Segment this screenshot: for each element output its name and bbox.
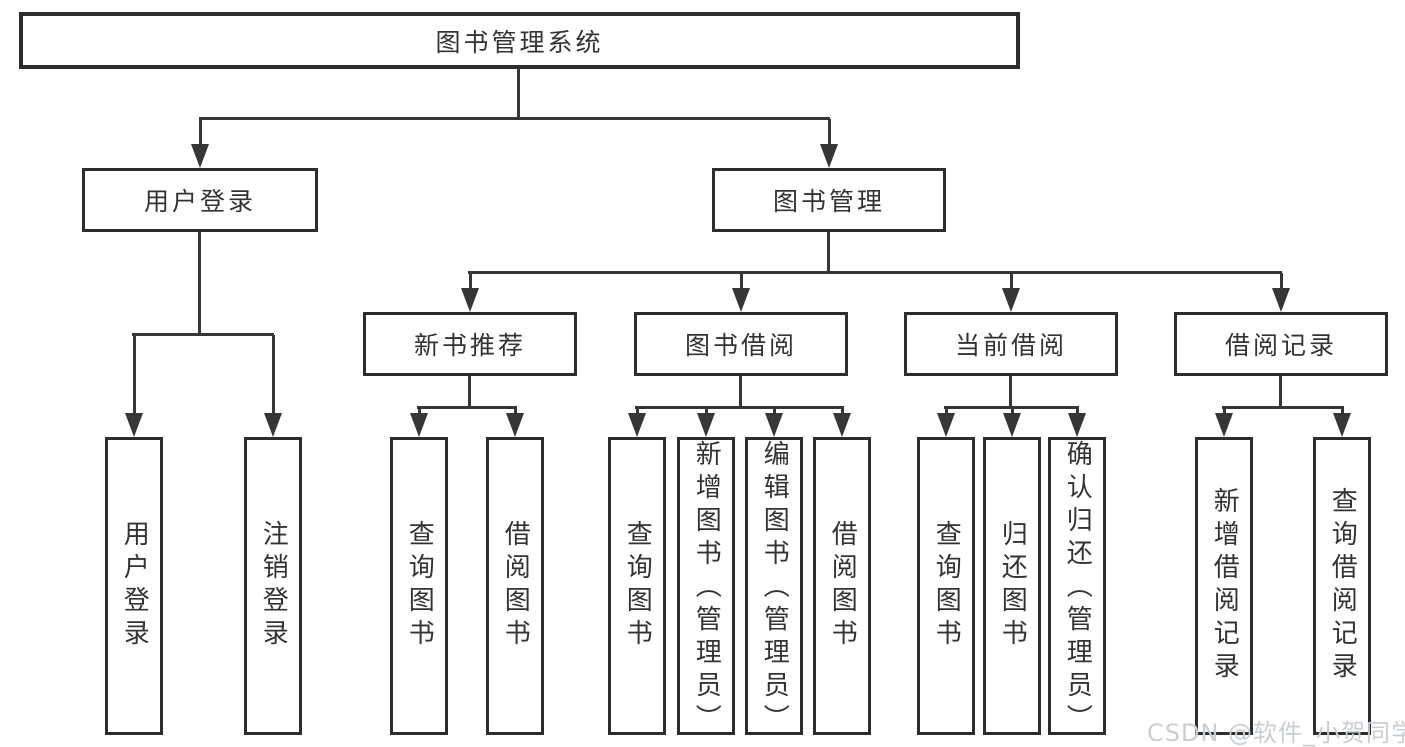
- connector-root-bar: [199, 117, 830, 120]
- node-new-book-recommend: 新书推荐: [363, 312, 577, 376]
- node-label: 新书推荐: [413, 331, 526, 360]
- node-label: 借阅图书: [500, 520, 531, 652]
- node-label: 用户登录: [143, 187, 256, 216]
- arrow-newbook-borrow: [506, 408, 524, 437]
- connector-login-bar: [132, 333, 274, 336]
- arrow-to-user-login: [191, 119, 209, 168]
- connector-records-bar: [1222, 406, 1344, 409]
- node-label: 用户登录: [119, 520, 150, 652]
- leaf-records-query-record: 查询借阅记录: [1313, 437, 1371, 735]
- node-label: 新增图书（管理员）: [691, 440, 722, 737]
- arrow-borrow-add: [697, 408, 715, 437]
- arrow-to-borrow-records: [1272, 273, 1290, 312]
- connector-current-bar: [944, 406, 1079, 409]
- connector-login-stem: [198, 232, 201, 336]
- leaf-borrow-add-books-admin: 新增图书（管理员）: [677, 437, 735, 737]
- leaf-newbook-query-books: 查询图书: [390, 437, 448, 735]
- arrow-borrow-edit: [765, 408, 783, 437]
- arrow-to-leaf-logout: [264, 335, 282, 437]
- node-label: 查询图书: [931, 520, 962, 652]
- connector-borrow-stem: [739, 376, 742, 409]
- node-label: 图书借阅: [684, 331, 797, 360]
- node-label: 查询图书: [622, 520, 653, 652]
- node-label: 图书管理: [772, 187, 885, 216]
- arrow-to-book-borrow: [732, 273, 750, 312]
- node-book-borrow: 图书借阅: [634, 312, 848, 376]
- leaf-records-add-record: 新增借阅记录: [1195, 437, 1253, 735]
- connector-root-stem: [517, 68, 520, 119]
- connector-records-stem: [1279, 376, 1282, 409]
- node-label: 注销登录: [258, 520, 289, 652]
- connector-borrow-bar: [635, 406, 844, 409]
- node-label: 借阅图书: [827, 520, 858, 652]
- arrow-current-confirm: [1068, 408, 1086, 437]
- leaf-borrow-lend-books: 借阅图书: [813, 437, 871, 735]
- leaf-borrow-query-books: 查询图书: [608, 437, 666, 735]
- arrow-borrow-lend: [833, 408, 851, 437]
- leaf-user-login: 用户登录: [105, 437, 163, 735]
- leaf-current-query-books: 查询图书: [917, 437, 975, 735]
- arrow-to-current-borrow: [1002, 273, 1020, 312]
- arrow-to-leaf-user-login: [125, 335, 143, 437]
- arrow-to-new-book: [461, 273, 479, 312]
- arrow-records-query: [1333, 408, 1351, 437]
- connector-newbook-bar: [417, 406, 517, 409]
- connector-current-stem: [1009, 376, 1012, 409]
- leaf-current-confirm-return-admin: 确认归还（管理员）: [1048, 437, 1106, 737]
- connector-manage-stem: [827, 232, 830, 274]
- connector-manage-bar: [468, 271, 1282, 274]
- node-label: 确认归还（管理员）: [1062, 440, 1093, 737]
- node-label: 查询借阅记录: [1327, 487, 1358, 685]
- node-user-login: 用户登录: [82, 168, 318, 232]
- node-current-borrow: 当前借阅: [904, 312, 1118, 376]
- arrow-current-query: [937, 408, 955, 437]
- leaf-logout: 注销登录: [244, 437, 302, 735]
- connector-newbook-stem: [468, 376, 471, 409]
- node-label: 当前借阅: [954, 331, 1067, 360]
- arrow-to-book-management: [820, 119, 838, 168]
- leaf-current-return-books: 归还图书: [983, 437, 1041, 735]
- arrow-records-add: [1215, 408, 1233, 437]
- arrow-newbook-query: [410, 408, 428, 437]
- csdn-watermark: CSDN @软件_小贺同学: [1147, 719, 1405, 747]
- node-label: 查询图书: [404, 520, 435, 652]
- leaf-borrow-edit-books-admin: 编辑图书（管理员）: [745, 437, 803, 737]
- node-label: 归还图书: [997, 520, 1028, 652]
- node-label: 新增借阅记录: [1209, 487, 1240, 685]
- node-label: 图书管理系统: [435, 27, 604, 57]
- node-library-management-system: 图书管理系统: [19, 12, 1020, 69]
- node-borrow-records: 借阅记录: [1174, 312, 1388, 376]
- arrow-current-return: [1003, 408, 1021, 437]
- node-label: 编辑图书（管理员）: [759, 440, 790, 737]
- leaf-newbook-borrow-books: 借阅图书: [486, 437, 544, 735]
- node-label: 借阅记录: [1224, 331, 1337, 360]
- node-book-management: 图书管理: [712, 168, 946, 232]
- arrow-borrow-query: [628, 408, 646, 437]
